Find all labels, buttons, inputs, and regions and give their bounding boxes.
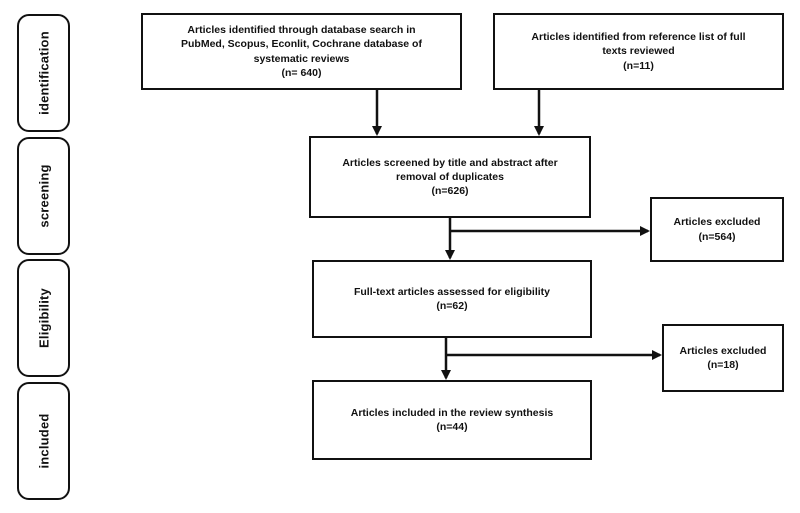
box-fulltext-line1: Full-text articles assessed for eligibil… (353, 285, 551, 298)
box-screened-line1: Articles screened by title and abstract … (342, 156, 558, 169)
box-reference-list: Articles identified from reference list … (493, 13, 784, 90)
stage-identification-label: identification (36, 31, 51, 115)
stage-identification: identification (17, 14, 70, 132)
box-database-count: (n= 640) (281, 66, 322, 79)
box-fulltext-count: (n=62) (436, 300, 468, 312)
box-screened-count: (n=626) (431, 185, 469, 198)
box-excluded-2-count: (n=18) (707, 359, 739, 371)
box-included-count: (n=44) (436, 421, 468, 433)
box-excluded-1-line1: Articles excluded (673, 216, 761, 229)
box-screened: Articles screened by title and abstract … (309, 136, 591, 218)
stage-included-label: included (36, 413, 51, 469)
box-included-line1: Articles included in the review synthesi… (350, 406, 554, 419)
stage-screening-label: screening (36, 164, 51, 228)
box-database-line2: PubMed, Scopus, Econlit, Cochrane databa… (181, 38, 422, 51)
box-fulltext-eligibility: Full-text articles assessed for eligibil… (312, 260, 592, 338)
box-database-search: Articles identified through database sea… (141, 13, 462, 90)
stage-included: included (17, 382, 70, 500)
box-references-line1: Articles identified from reference list … (531, 31, 746, 44)
stage-eligibility: Eligibility (17, 259, 70, 377)
box-database-line1: Articles identified through database sea… (187, 24, 416, 37)
stage-screening: screening (17, 137, 70, 255)
box-included-synthesis: Articles included in the review synthesi… (312, 380, 592, 460)
box-references-line2: texts reviewed (602, 45, 675, 58)
box-excluded-eligibility: Articles excluded (n=18) (662, 324, 784, 392)
box-database-line3: systematic reviews (253, 52, 350, 65)
box-excluded-2-line1: Articles excluded (679, 344, 767, 357)
box-screened-line2: removal of duplicates (396, 170, 504, 183)
box-excluded-1-count: (n=564) (698, 230, 736, 243)
box-references-count: (n=11) (623, 59, 654, 72)
box-excluded-screening: Articles excluded (n=564) (650, 197, 784, 262)
stage-eligibility-label: Eligibility (36, 288, 51, 348)
